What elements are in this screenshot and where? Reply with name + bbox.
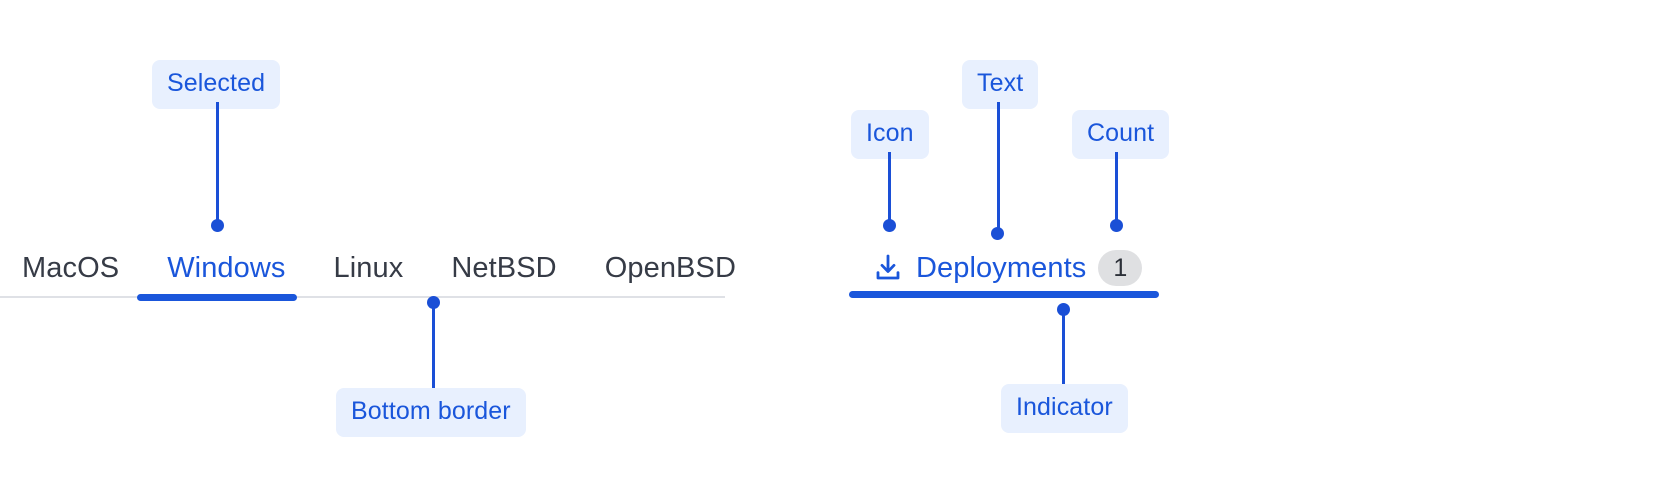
tab-macos[interactable]: MacOS — [22, 252, 120, 284]
download-icon — [872, 252, 904, 284]
callout-chip-indicator: Indicator — [1001, 384, 1128, 433]
tab-linux[interactable]: Linux — [333, 252, 404, 284]
callout-chip-bottom-border: Bottom border — [336, 388, 526, 437]
callout-dot-count — [1110, 219, 1123, 232]
callout-connector-text — [997, 102, 1000, 230]
tab-list-os: MacOS Windows Linux NetBSD OpenBSD — [22, 254, 736, 283]
callout-dot-icon — [883, 219, 896, 232]
callout-dot-selected — [211, 219, 224, 232]
active-tab-underline-windows — [137, 294, 297, 301]
callout-chip-selected: Selected — [152, 60, 281, 109]
tab-openbsd[interactable]: OpenBSD — [604, 252, 736, 284]
tabs-bottom-rule — [0, 296, 725, 298]
tab-netbsd[interactable]: NetBSD — [451, 252, 557, 284]
count-badge: 1 — [1098, 250, 1143, 286]
callout-connector-icon — [888, 152, 891, 224]
tab-deployments[interactable]: Deployments 1 — [872, 250, 1143, 286]
callout-connector-bottom-border — [432, 302, 435, 394]
deployments-label: Deployments — [916, 251, 1087, 284]
tab-windows[interactable]: Windows — [167, 252, 286, 284]
callout-connector-selected — [216, 102, 219, 224]
callout-connector-count — [1115, 152, 1118, 224]
callout-chip-count: Count — [1072, 110, 1170, 159]
active-indicator-bar — [849, 291, 1159, 298]
callout-chip-icon: Icon — [851, 110, 929, 159]
callout-chip-text: Text — [962, 60, 1039, 109]
callout-dot-text — [991, 227, 1004, 240]
callout-connector-indicator — [1062, 309, 1065, 390]
